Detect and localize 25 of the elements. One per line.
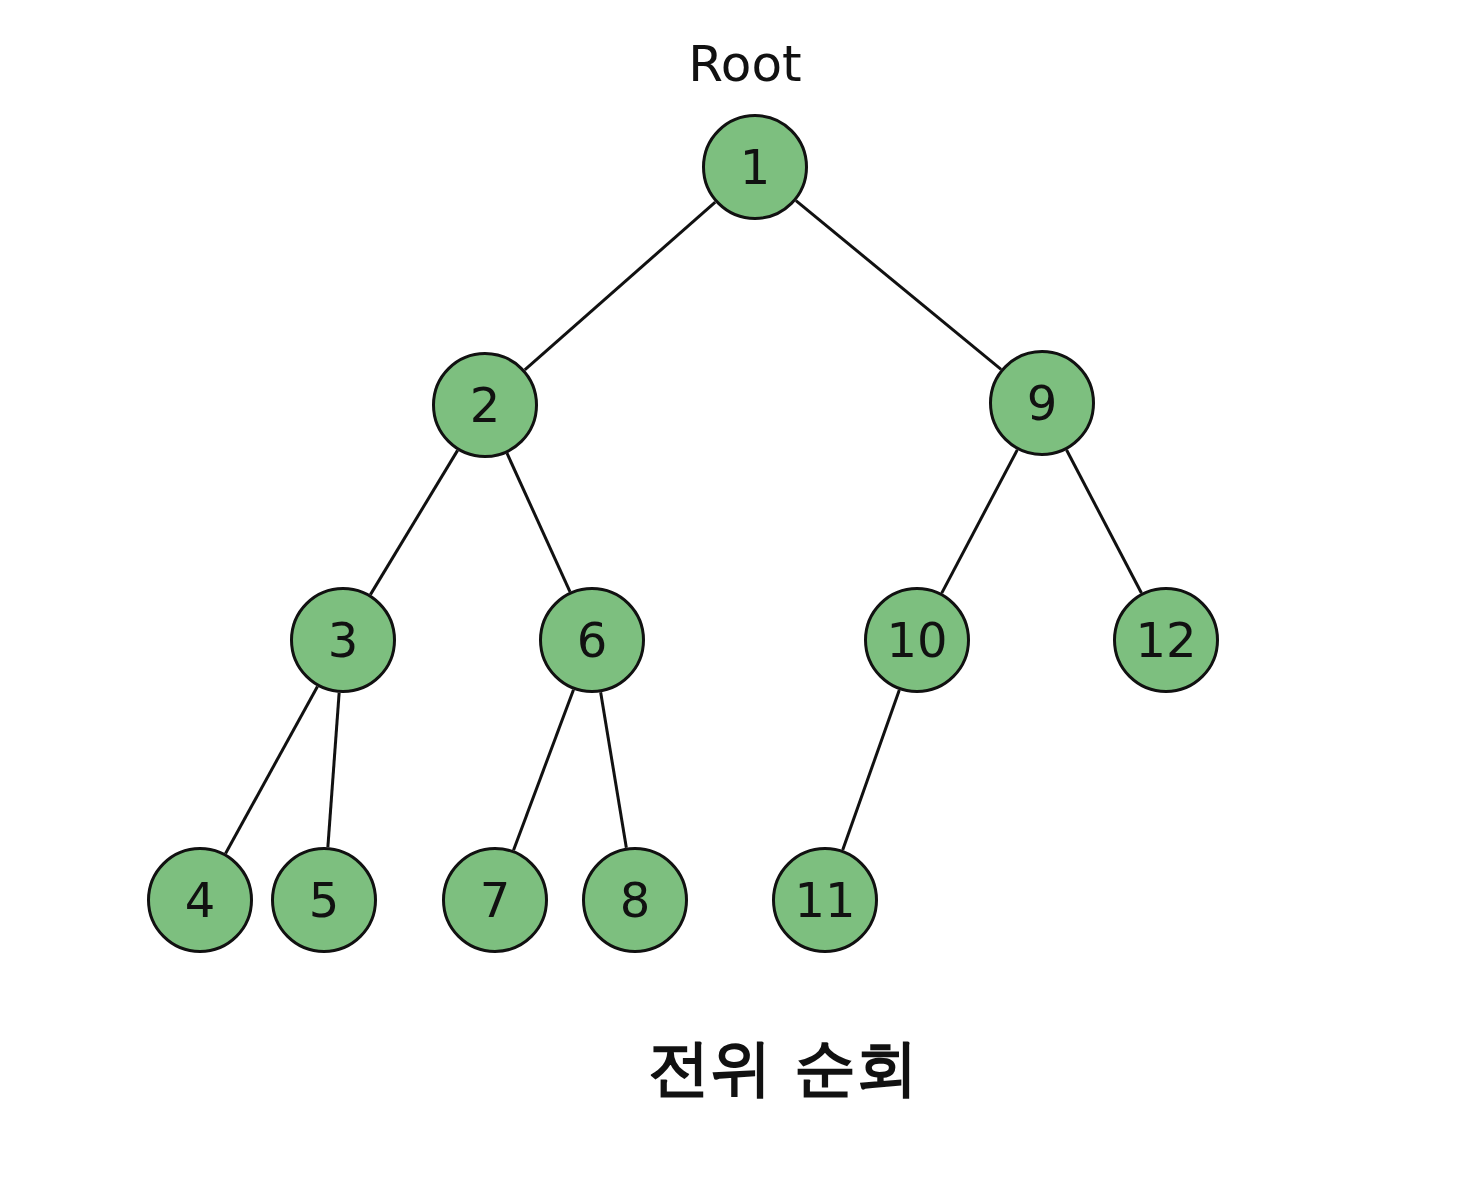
node-number: 5: [308, 876, 340, 924]
tree-edge: [1065, 449, 1143, 594]
tree-edge: [841, 689, 901, 851]
node-number: 8: [619, 876, 651, 924]
tree-edge: [326, 692, 341, 848]
node-number: 12: [1135, 616, 1197, 664]
root-label: Root: [688, 36, 802, 92]
node-number: 3: [327, 616, 359, 664]
node-number: 6: [576, 616, 608, 664]
node-number: 2: [469, 381, 501, 429]
tree-edge: [505, 452, 572, 593]
tree-edge: [795, 199, 1002, 371]
tree-edge: [523, 200, 717, 372]
node-number: 11: [794, 876, 856, 924]
tree-edge: [599, 692, 628, 848]
node-number: 1: [739, 143, 771, 191]
node-number: 10: [886, 616, 948, 664]
tree-edge: [512, 689, 575, 851]
caption: 전위 순회: [648, 1030, 918, 1106]
node-number: 4: [184, 876, 216, 924]
node-number: 7: [479, 876, 511, 924]
tree-edge: [224, 685, 319, 855]
tree-edge: [369, 449, 459, 596]
tree-edge: [940, 449, 1019, 594]
node-number: 9: [1026, 379, 1058, 427]
